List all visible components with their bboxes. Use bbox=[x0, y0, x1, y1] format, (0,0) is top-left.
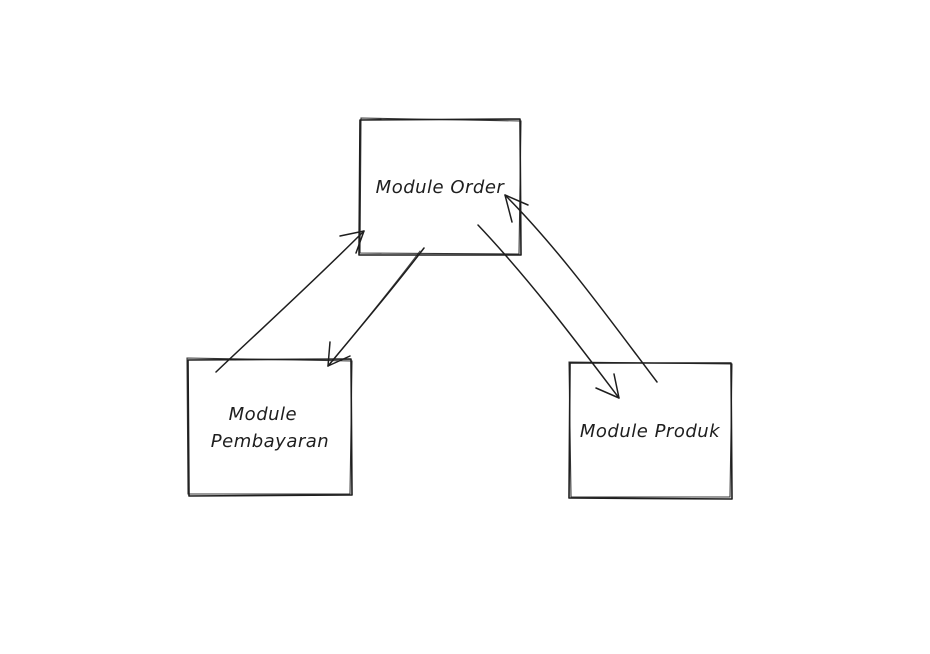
edge-order-to-produk-arrowhead bbox=[595, 373, 620, 399]
node-module-produk[interactable]: Module Produk bbox=[568, 361, 733, 500]
node-module-produk-box-outline bbox=[568, 361, 733, 498]
edge-produk-to-order-line bbox=[504, 194, 658, 383]
edge-pembayaran-to-order-line bbox=[215, 230, 365, 373]
edge-produk-to-order-arrowhead bbox=[504, 194, 529, 223]
edge-order-to-produk[interactable] bbox=[477, 224, 620, 399]
node-module-order-box bbox=[358, 118, 522, 256]
edge-pembayaran-to-order-arrowhead bbox=[339, 230, 365, 254]
node-module-order-box-outline bbox=[359, 117, 522, 255]
edge-order-to-pembayaran[interactable] bbox=[327, 247, 425, 367]
edge-pembayaran-to-order[interactable] bbox=[215, 230, 365, 373]
node-module-order[interactable]: Module Order bbox=[358, 117, 522, 256]
node-module-pembayaran-box bbox=[187, 358, 353, 497]
edge-order-to-produk-line bbox=[477, 224, 620, 399]
node-module-order-label: Module Order bbox=[376, 177, 506, 198]
node-module-order-label-line: Module Order bbox=[376, 177, 506, 198]
node-module-pembayaran-label: Module Pembayaran bbox=[211, 404, 329, 452]
edge-order-to-pembayaran-line-2 bbox=[329, 250, 421, 365]
node-module-pembayaran[interactable]: Module Pembayaran bbox=[186, 357, 353, 497]
node-module-pembayaran-label-line-1: Module bbox=[229, 404, 297, 425]
edge-produk-to-order[interactable] bbox=[504, 194, 658, 383]
edge-order-to-pembayaran-arrowhead bbox=[327, 341, 351, 367]
node-module-produk-label: Module Produk bbox=[580, 421, 721, 442]
node-module-pembayaran-box-outline bbox=[186, 357, 353, 495]
node-module-produk-label-line: Module Produk bbox=[580, 421, 721, 442]
node-module-pembayaran-label-line-2: Pembayaran bbox=[211, 431, 329, 452]
